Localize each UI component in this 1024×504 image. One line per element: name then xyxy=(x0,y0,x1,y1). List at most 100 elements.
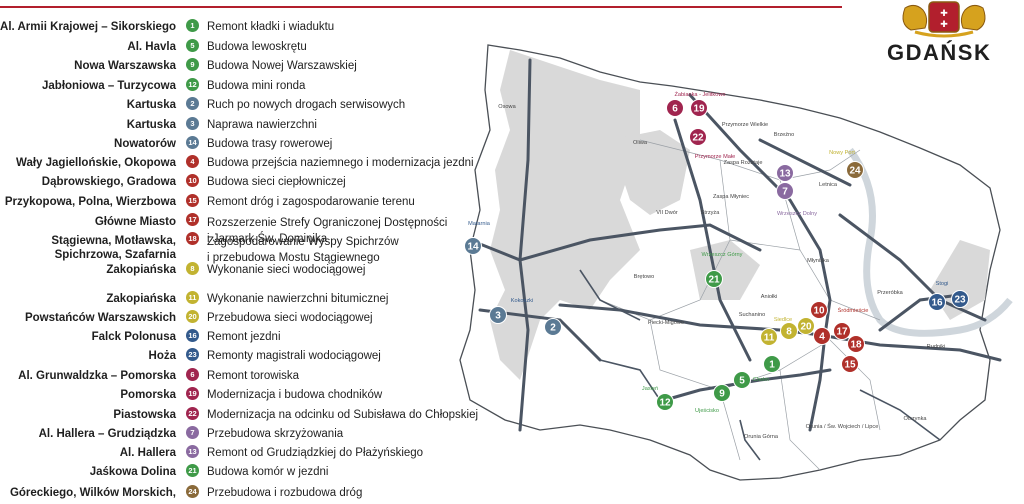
map-marker-number: 1 xyxy=(769,360,775,371)
legend-description-line: Zagospodarowanie Wyspy Spichrzów xyxy=(207,236,399,248)
legend-description-line: Naprawa nawierzchni xyxy=(207,119,317,131)
legend-description-line: Remonty magistrali wodociągowej xyxy=(207,350,381,362)
legend-description-line: Remont kładki i wiaduktu xyxy=(207,21,335,33)
map-marker-18: 18 xyxy=(847,335,865,353)
legend-street: Kartuska xyxy=(127,119,176,131)
map-marker-circle xyxy=(489,306,507,324)
map-marker-24: 24 xyxy=(846,161,864,179)
legend-description-line: Przebudowa skrzyżowania xyxy=(207,428,344,440)
legend-description: Rozszerzenie Strefy Ograniczonej Dostępn… xyxy=(207,215,447,247)
legend-number-badge: 6 xyxy=(186,368,199,381)
map-marker-number: 24 xyxy=(849,166,861,177)
legend-description-line: Budowa przejścia naziemnego i modernizac… xyxy=(207,157,474,169)
legend-number-badge: 9 xyxy=(186,58,199,71)
map-marker-circle xyxy=(689,128,707,146)
gdansk-coat-of-arms-logo: ✚ ✚ xyxy=(902,1,986,38)
legend-street: Góreckiego, Wilków Morskich, xyxy=(10,487,176,499)
district-label-siedlce: Siedlce xyxy=(774,317,792,323)
map-marker-number: 15 xyxy=(844,360,856,371)
map-marker-circle xyxy=(690,99,708,117)
district-label-letnica: Letnica xyxy=(819,182,838,188)
legend-street-line: Powstańców Warszawskich xyxy=(24,312,176,324)
district-label-osowa: Osowa xyxy=(498,104,516,110)
district-label-srodmiescie: Śródmieście xyxy=(838,306,869,314)
legend-description: Naprawa nawierzchni xyxy=(207,119,317,131)
district-label-rudniki: Rudniki xyxy=(927,344,946,350)
district-label-ujescisko: Ujeścisko xyxy=(695,408,719,414)
legend-description: Budowa sieci ciepłowniczej xyxy=(207,176,346,188)
legend-street: Nowa Warszawska xyxy=(74,60,176,72)
legend-number-badge: 7 xyxy=(186,426,199,439)
legend-description-line: Budowa Nowej Warszawskiej xyxy=(207,60,357,72)
legend-street-line: Jaśkowa Dolina xyxy=(89,466,176,478)
map-marker-number: 16 xyxy=(931,298,943,309)
district-label-przymorze-wielkie: Przymorze Wielkie xyxy=(722,122,768,128)
legend-street-line: Główne Miasto xyxy=(94,216,176,228)
legend-row: Hoża 23 Remonty magistrali wodociągowej xyxy=(0,347,470,367)
legend-number-badge: 23 xyxy=(186,348,199,361)
legend-street-line: Al. Grunwaldzka – Pomorska xyxy=(18,370,176,382)
legend-description: Budowa komór w jezdni xyxy=(207,466,328,478)
district-label-bretowo: Brętowo xyxy=(634,274,655,280)
legend-row: Al. Hallera – Grudziądzka 7 Przebudowa skr… xyxy=(0,425,470,445)
district-label-wrzeszcz-gorny: Wrzeszcz Górny xyxy=(702,252,743,258)
legend-number-badge: 5 xyxy=(186,39,199,52)
map-marker-circle xyxy=(656,393,674,411)
district-label-nowy-port: Nowy Port xyxy=(829,150,855,156)
svg-text:✚: ✚ xyxy=(940,19,948,29)
map-marker-number: 9 xyxy=(719,389,725,400)
forest-area xyxy=(610,130,690,215)
legend-number-badge: 8 xyxy=(186,262,199,275)
legend-description-line: Wykonanie sieci wodociągowej xyxy=(207,264,366,276)
legend-description: Remont jezdni xyxy=(207,331,281,343)
legend-street-line: Spichrzowa, Szafarnia xyxy=(54,249,176,261)
brand-name: GDAŃSK xyxy=(887,40,992,65)
legend-number-badge: 15 xyxy=(186,194,199,207)
map-marker-number: 7 xyxy=(782,187,788,198)
legend-description: Wykonanie nawierzchni bitumicznej xyxy=(207,293,388,305)
legend-description-line: Remont torowiska xyxy=(207,370,300,382)
map-marker-21: 21 xyxy=(705,270,723,288)
legend-street-line: Hoża xyxy=(148,350,176,362)
map-marker-circle xyxy=(713,384,731,402)
legend-street: Al. Hallera – Grudziądzka xyxy=(39,428,176,440)
legend-description: Budowa lewoskrętu xyxy=(207,41,307,53)
legend-street: Zakopiańska xyxy=(106,293,176,305)
map-marker-circle xyxy=(464,237,482,255)
map-marker-circle xyxy=(733,371,751,389)
map-marker-number: 17 xyxy=(836,327,848,338)
district-label-olszynka: Olszynka xyxy=(903,416,927,422)
district-label-vii-dwor: VII Dwór xyxy=(656,210,678,216)
map-marker-number: 4 xyxy=(819,332,825,343)
legend-street-line: Kartuska xyxy=(126,119,176,131)
map-marker-number: 2 xyxy=(550,323,556,334)
map-marker-20: 20 xyxy=(797,317,815,335)
map-marker-number: 11 xyxy=(764,333,775,344)
map-marker-number: 6 xyxy=(672,104,678,115)
map-marker-15: 15 xyxy=(841,355,859,373)
svg-text:✚: ✚ xyxy=(940,8,948,18)
map-marker-circle xyxy=(833,322,851,340)
legend-number-badge: 16 xyxy=(186,329,199,342)
legend-description-line: Ruch po nowych drogach serwisowych xyxy=(207,99,406,111)
legend-description-line: Przebudowa sieci wodociągowej xyxy=(207,312,373,324)
map-marker-number: 18 xyxy=(850,340,862,351)
legend-description: Budowa trasy rowerowej xyxy=(207,138,332,150)
legend-street-line: Wały Jagiellońskie, Okopowa xyxy=(16,157,176,169)
legend-street: Kartuska xyxy=(127,99,176,111)
district-label-mlyniska: Młyniska xyxy=(807,258,830,264)
legend-number-badge: 3 xyxy=(186,117,199,130)
legend-street: Stągiewna, Motławska,Spichrzowa, Szafarn… xyxy=(51,234,176,262)
legend-description: Budowa Nowej Warszawskiej xyxy=(207,60,357,72)
map-marker-23: 23 xyxy=(951,290,969,308)
legend-description-line: Remont jezdni xyxy=(207,331,281,343)
